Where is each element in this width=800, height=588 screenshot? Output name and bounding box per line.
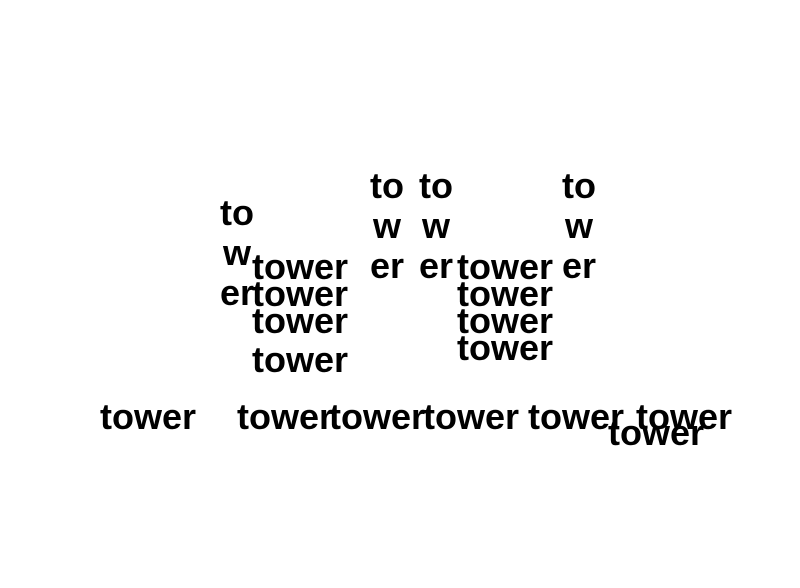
- bottom-word-5: tower: [528, 396, 625, 437]
- vertical-word-1: tower: [219, 192, 255, 313]
- horizontal-word-3: tower: [252, 300, 349, 341]
- bottom-word-4: tower: [423, 396, 520, 437]
- horizontal-word-6: tower: [457, 273, 554, 314]
- bottom-word-3: tower: [329, 396, 426, 437]
- vertical-word-4: tower: [561, 165, 597, 286]
- bottom-word-2: tower: [237, 396, 334, 437]
- bottom-word-6: tower: [636, 396, 733, 437]
- bottom-word-1: tower: [100, 396, 197, 437]
- horizontal-word-7: tower: [457, 300, 554, 341]
- bottom-word-7: tower: [608, 412, 705, 453]
- horizontal-word-2: tower: [252, 273, 349, 314]
- horizontal-word-4: tower: [252, 339, 349, 380]
- vertical-word-2: tower: [369, 165, 405, 286]
- vertical-word-3: tower: [418, 165, 454, 286]
- horizontal-word-8: tower: [457, 327, 554, 368]
- horizontal-word-1: tower: [252, 246, 349, 287]
- horizontal-word-5: tower: [457, 246, 554, 287]
